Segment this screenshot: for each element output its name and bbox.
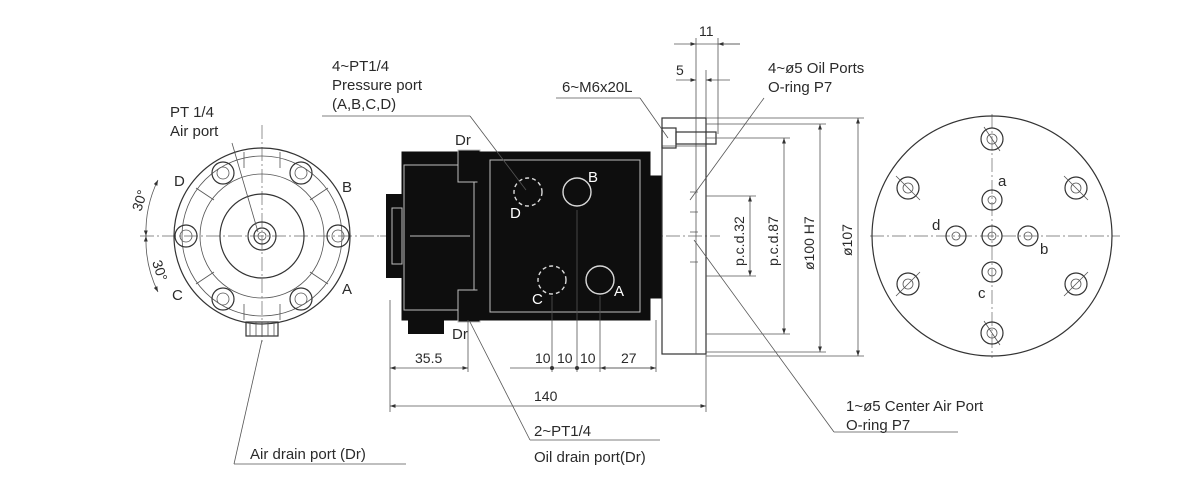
left-port-b: B: [342, 179, 352, 196]
pressure-port-label-3: (A,B,C,D): [332, 96, 396, 113]
bolt-holes-left: [174, 161, 350, 311]
side-view: D B C A Dr Dr 4~PT1/4 Pressure port (A,B…: [322, 23, 984, 466]
air-port-label-2: Air port: [170, 123, 219, 140]
dim-11: 11: [699, 23, 714, 39]
left-port-a: A: [342, 281, 352, 298]
air-port-label-1: PT 1/4: [170, 104, 214, 121]
right-port-c: c: [978, 285, 986, 302]
dim-10-c: 10: [580, 350, 596, 366]
left-end-view: 30° 30° D B C A PT 1/4 Air port Air drai…: [129, 104, 406, 465]
oil-ports-label-1: 4~ø5 Oil Ports: [768, 60, 864, 77]
oil-drain-label-2: Oil drain port(Dr): [534, 449, 646, 466]
air-drain-label: Air drain port (Dr): [250, 446, 366, 463]
center-air-label-2: O-ring P7: [846, 417, 910, 434]
center-air-label-1: 1~ø5 Center Air Port: [846, 398, 984, 415]
left-port-d: D: [174, 173, 185, 190]
right-end-view: a b c d: [870, 114, 1120, 358]
left-port-c: C: [172, 287, 183, 304]
dim-35-5: 35.5: [415, 350, 442, 366]
dim-5: 5: [676, 62, 684, 78]
dim-10-a: 10: [535, 350, 551, 366]
side-dr-top: Dr: [455, 132, 471, 149]
side-port-b: B: [588, 169, 598, 186]
right-port-b: b: [1040, 241, 1048, 258]
dim-pcd87: p.c.d.87: [765, 216, 781, 266]
oil-drain-label-1: 2~PT1/4: [534, 423, 591, 440]
dim-10-b: 10: [557, 350, 573, 366]
right-port-a: a: [998, 173, 1007, 190]
side-port-c: C: [532, 291, 543, 308]
dim-d107: ø107: [839, 224, 855, 256]
dim-140: 140: [534, 388, 558, 404]
dim-27: 27: [621, 350, 637, 366]
right-port-d: d: [932, 217, 940, 234]
side-dr-bottom: Dr: [452, 326, 468, 343]
oil-ports-label-2: O-ring P7: [768, 79, 832, 96]
side-port-a: A: [614, 283, 624, 300]
pressure-port-label-1: 4~PT1/4: [332, 58, 389, 75]
angle-lower-label: 30°: [149, 258, 171, 283]
side-port-d: D: [510, 205, 521, 222]
dim-pcd32: p.c.d.32: [731, 216, 747, 266]
screws-label: 6~M6x20L: [562, 79, 632, 96]
angle-upper-label: 30°: [129, 188, 151, 213]
bolt-holes-right: [895, 126, 1089, 346]
pressure-port-label-2: Pressure port: [332, 77, 423, 94]
dim-d100: ø100 H7: [801, 216, 817, 270]
